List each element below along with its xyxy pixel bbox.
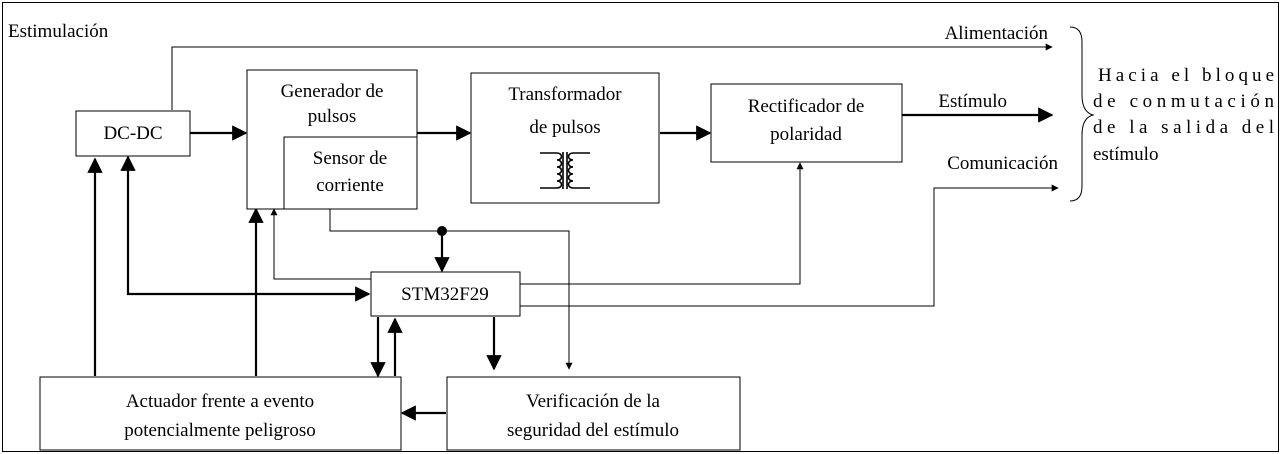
- block-actuator: Actuador frente a evento potencialmente …: [39, 376, 402, 451]
- block-current-sensor-line-2: corriente: [316, 175, 384, 196]
- block-verification: Verificación de la seguridad del estímul…: [446, 376, 741, 451]
- transformer-icon: [540, 152, 590, 189]
- output-label-power: Alimentación: [945, 23, 1049, 44]
- block-dcdc-label: DC-DC: [103, 123, 162, 144]
- block-actuator-line-2: potencialmente peligroso: [124, 420, 316, 441]
- destination-note-line-2: de conmutación: [1093, 91, 1275, 112]
- block-polarity-rectifier-line-2: polaridad: [770, 124, 842, 145]
- block-current-sensor: Sensor de corriente: [283, 136, 418, 210]
- block-dcdc: DC-DC: [75, 110, 191, 157]
- block-pulse-generator-line-1: Generador de: [281, 81, 384, 102]
- block-polarity-rectifier: Rectificador de polaridad: [710, 83, 903, 163]
- junction-dot: [437, 226, 447, 236]
- destination-note-line-1: Hacia el bloque: [1098, 65, 1274, 86]
- block-pulse-transformer-line-1: Transformador: [508, 84, 622, 105]
- frame-title: Estimulación: [8, 21, 109, 42]
- block-pulse-transformer-line-2: de pulsos: [529, 117, 600, 138]
- block-current-sensor-line-1: Sensor de: [313, 148, 387, 169]
- destination-note-line-3: de la salida del: [1093, 117, 1274, 138]
- wire-mcu-to-generator: [270, 208, 371, 280]
- wire-dcdc-mcu-bidirectional: [120, 155, 371, 302]
- destination-note-line-4: estímulo: [1093, 144, 1158, 165]
- block-actuator-line-1: Actuador frente a evento: [126, 391, 314, 412]
- block-verification-line-1: Verificación de la: [526, 391, 661, 412]
- block-verification-line-2: seguridad del estímulo: [507, 420, 679, 441]
- output-label-stimulus: Estímulo: [938, 91, 1007, 112]
- block-pulse-generator-line-2: pulsos: [308, 106, 357, 127]
- block-pulse-transformer: Transformador de pulsos: [470, 72, 660, 204]
- block-mcu-label: STM32F29: [401, 284, 489, 305]
- grouping-brace: [1069, 26, 1095, 202]
- output-label-communication: Comunicación: [947, 153, 1058, 174]
- destination-note: Hacia el bloque de conmutación de la sal…: [1093, 65, 1275, 165]
- wire-mcu-to-communication: [520, 184, 1059, 307]
- wire-dcdc-to-power: [171, 43, 1053, 110]
- block-polarity-rectifier-line-1: Rectificador de: [748, 96, 865, 117]
- block-mcu: STM32F29: [370, 271, 521, 317]
- wire-mcu-to-rectifier: [520, 162, 804, 285]
